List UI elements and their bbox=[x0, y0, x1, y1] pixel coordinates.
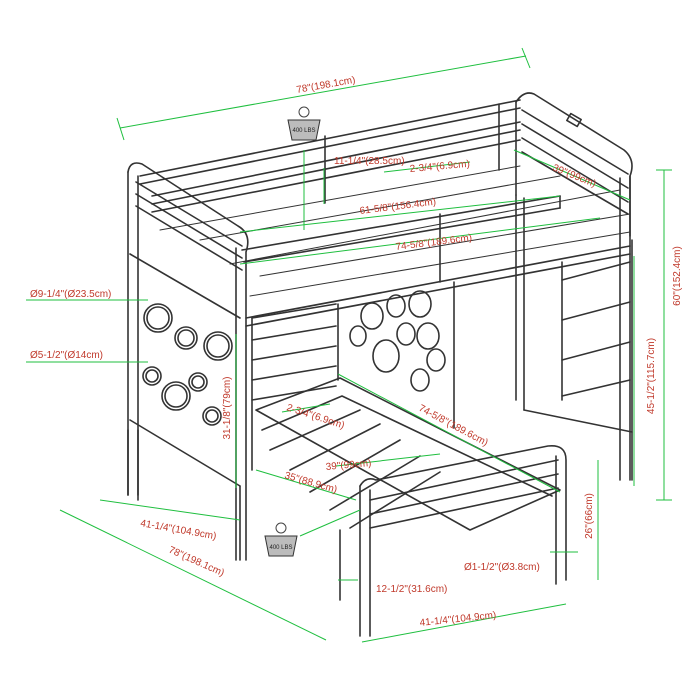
dim-small-hole: Ø5-1/2"(Ø14cm) bbox=[30, 350, 103, 361]
dim-ladder-height: 45-1/2"(115.7cm) bbox=[646, 338, 657, 414]
dim-under-top-clearance: 31-1/8"(79cm) bbox=[222, 376, 233, 439]
left-panel bbox=[129, 253, 241, 487]
dim-top-mattress-length: 74-5/8"(189.6cm) bbox=[395, 233, 473, 253]
dim-post-diameter: Ø1-1/2"(Ø3.8cm) bbox=[464, 562, 540, 573]
weight-label-bottom: 400 LBS bbox=[269, 545, 292, 551]
dim-bottom-width-inner: 39"(99cm) bbox=[325, 458, 372, 473]
dim-bottom-clearance: 12-1/2"(31.6cm) bbox=[376, 584, 447, 595]
dim-overall-height: 60"(152.4cm) bbox=[672, 246, 683, 306]
weight-badge-top: 400 LBS bbox=[287, 106, 321, 141]
dim-overall-length-bottom: 78"(198.1cm) bbox=[167, 545, 226, 579]
top-front-siderail bbox=[241, 195, 631, 327]
dim-rail-spacing: 11-1/4"(28.5cm) bbox=[334, 156, 405, 167]
bed-frame bbox=[127, 92, 633, 637]
dim-overall-length-top: 78"(198.1cm) bbox=[296, 75, 357, 96]
dim-depth-bottom: 41-1/4"(104.9cm) bbox=[419, 610, 497, 629]
middle-panel bbox=[337, 281, 455, 429]
top-right-headboard bbox=[515, 92, 633, 481]
weight-badge-bottom: 400 LBS bbox=[264, 522, 298, 557]
bottom-bunk bbox=[127, 303, 567, 637]
dim-bottom-mattress-length: 74-5/8"(189.6cm) bbox=[417, 403, 490, 449]
top-slats bbox=[159, 165, 631, 297]
dim-depth-left: 41-1/4"(104.9cm) bbox=[139, 518, 217, 542]
dim-large-hole: Ø9-1/4"(Ø23.5cm) bbox=[30, 289, 111, 300]
ladder bbox=[523, 239, 633, 481]
dim-slat-spacing-top: 2-3/4"(6.9cm) bbox=[409, 159, 470, 175]
weight-label-top: 400 LBS bbox=[292, 128, 315, 134]
dimension-lines bbox=[26, 47, 672, 643]
top-rear-guardrail bbox=[139, 99, 521, 213]
dim-footboard-height: 26"(66cm) bbox=[584, 493, 595, 539]
